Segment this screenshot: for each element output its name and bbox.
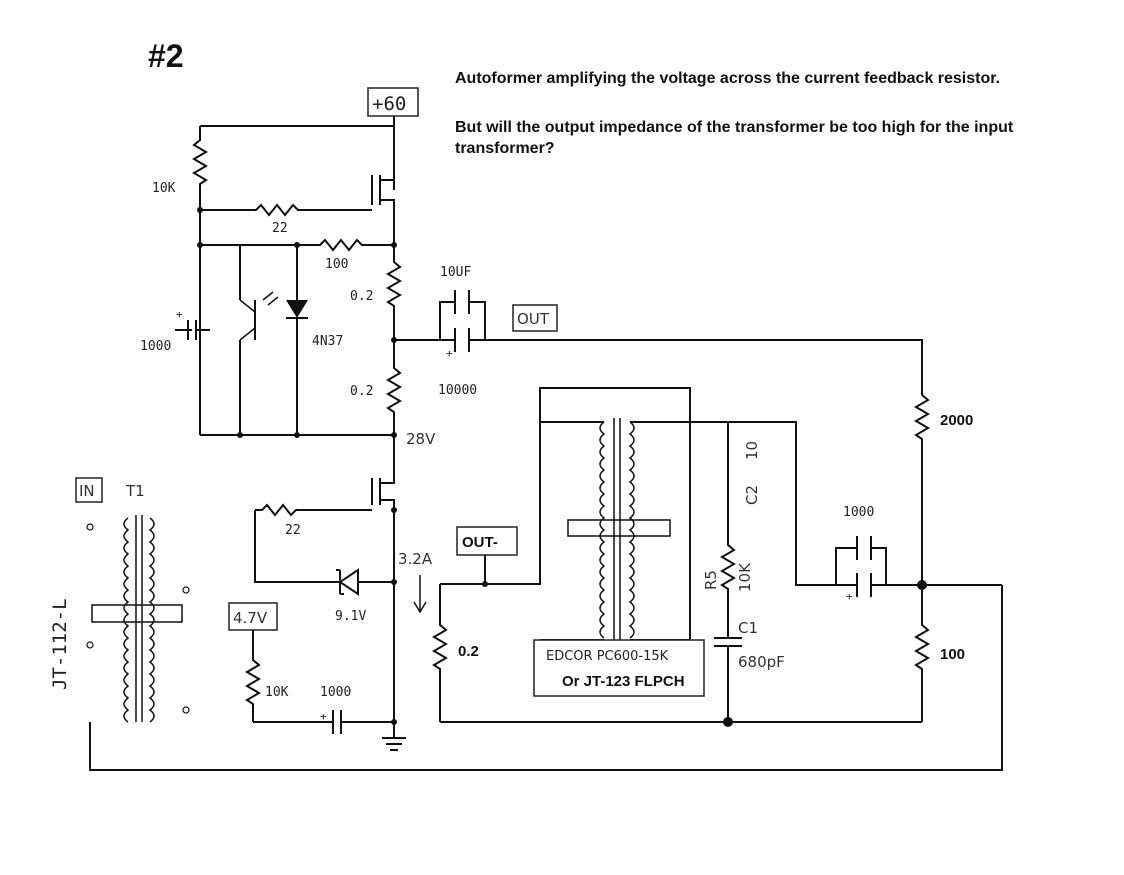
- mosfet-lower: [371, 478, 395, 722]
- c2-value-label: 10: [743, 441, 761, 460]
- opto-label: 4N37: [312, 334, 343, 349]
- out-wire: [540, 339, 923, 395]
- zener-diode: [338, 568, 359, 596]
- c1-label: C1: [738, 619, 758, 637]
- led-diode: [286, 300, 308, 318]
- jt112-label: JT-112-L: [49, 598, 71, 690]
- r02a-label: 0.2: [350, 289, 373, 304]
- transformer-edcor: [540, 418, 728, 641]
- xfmr-name-label: EDCOR PC600-15K: [546, 649, 669, 664]
- resistor-22-top: [200, 203, 372, 217]
- ground-symbol: [382, 722, 406, 751]
- resistor-2000: [914, 394, 930, 585]
- cap-10000-label: 10000: [438, 383, 477, 398]
- t1-label: T1: [125, 482, 145, 500]
- svg-text:+: +: [176, 308, 183, 321]
- out-minus-box: [456, 526, 518, 556]
- resistor-02-sense: [432, 584, 448, 722]
- r5-label: R5: [702, 570, 720, 590]
- cap-1000-right: +: [835, 536, 922, 603]
- in-label: IN: [79, 482, 95, 500]
- resistor-100-right: [914, 585, 930, 722]
- in-box: [75, 477, 103, 503]
- c1000-bottom-label: 1000: [320, 685, 351, 700]
- note-line-2: But will the output impedance of the tra…: [455, 119, 1014, 157]
- autoformer-wire: [440, 387, 691, 639]
- r02b-label: 0.2: [350, 384, 373, 399]
- supply-box: [367, 87, 419, 117]
- xfmr-label-box: [533, 639, 705, 697]
- opto-4n37: [239, 245, 279, 435]
- output-cap-network: +: [439, 290, 540, 360]
- diagram-number: #2: [148, 38, 184, 74]
- current-arrow: [413, 575, 427, 614]
- c1-value-label: 680pF: [738, 653, 785, 671]
- resistor-02-b: [386, 340, 402, 478]
- out-box: [512, 304, 558, 332]
- cap-1000-left: [187, 320, 197, 340]
- r2000-label: 2000: [940, 412, 973, 429]
- current-label: 3.2A: [398, 550, 433, 568]
- supply-label: +60: [372, 93, 406, 115]
- r100-right-label: 100: [940, 646, 965, 663]
- c1000-left-label: 1000: [140, 339, 171, 354]
- r10k-top-label: 10K: [152, 181, 176, 196]
- resistor-10k-top: [192, 126, 208, 210]
- r02-sense-label: 0.2: [458, 643, 479, 660]
- out-label: OUT: [517, 310, 550, 328]
- svg-text:+: +: [846, 590, 853, 603]
- ground-return: [89, 585, 1003, 771]
- cap-10uf-label: 10UF: [440, 265, 471, 280]
- r22-top-label: 22: [272, 221, 288, 236]
- zener-label: 9.1V: [335, 609, 366, 624]
- v28-label: 28V: [406, 430, 436, 448]
- resistor-r5: [720, 422, 736, 638]
- xfmr-alt-label: Or JT-123 FLPCH: [562, 673, 685, 690]
- transformer-t1: [86, 515, 190, 723]
- resistor-10k-bottom: [245, 630, 261, 722]
- c1000-right-label: 1000: [843, 505, 874, 520]
- resistor-02-a: [386, 245, 402, 340]
- resistor-100: [200, 238, 394, 252]
- mosfet-upper: [371, 175, 395, 245]
- cap-1000-bottom: [332, 710, 342, 734]
- r22-bottom-label: 22: [285, 523, 301, 538]
- r10k-bottom-label: 10K: [265, 685, 289, 700]
- note-line-1: Autoformer amplifying the voltage across…: [455, 70, 1001, 87]
- svg-text:+: +: [320, 710, 327, 723]
- resistor-22-bottom: [255, 503, 372, 517]
- r5-value-label: 10K: [736, 562, 754, 592]
- svg-text:+: +: [446, 347, 453, 360]
- r100-label: 100: [325, 257, 348, 272]
- ref-label: 4.7V: [233, 609, 268, 627]
- out-minus-label: OUT-: [462, 534, 498, 551]
- cap-c1: [714, 637, 742, 647]
- c2-label: C2: [743, 485, 761, 505]
